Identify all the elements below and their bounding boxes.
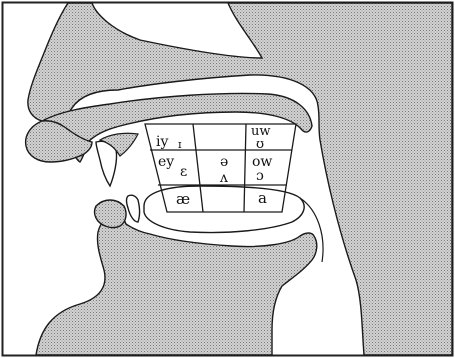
vowel-mid-central-lax: ʌ bbox=[219, 170, 228, 186]
vowel-mid-front-lax: ɛ bbox=[180, 164, 187, 180]
vowel-mid-front: ey bbox=[158, 154, 174, 170]
vowel-high-front-lax: ɪ bbox=[178, 138, 182, 151]
vowel-mid-central: ə bbox=[220, 154, 228, 170]
vowel-low-front: æ bbox=[176, 190, 190, 208]
vowel-high-back-lax: ʊ bbox=[256, 137, 264, 152]
vowel-low-back: a bbox=[258, 189, 267, 207]
vowel-high-front: iy bbox=[156, 134, 168, 150]
tongue bbox=[144, 186, 304, 233]
vowel-mid-back-lax: ɔ bbox=[256, 168, 264, 184]
